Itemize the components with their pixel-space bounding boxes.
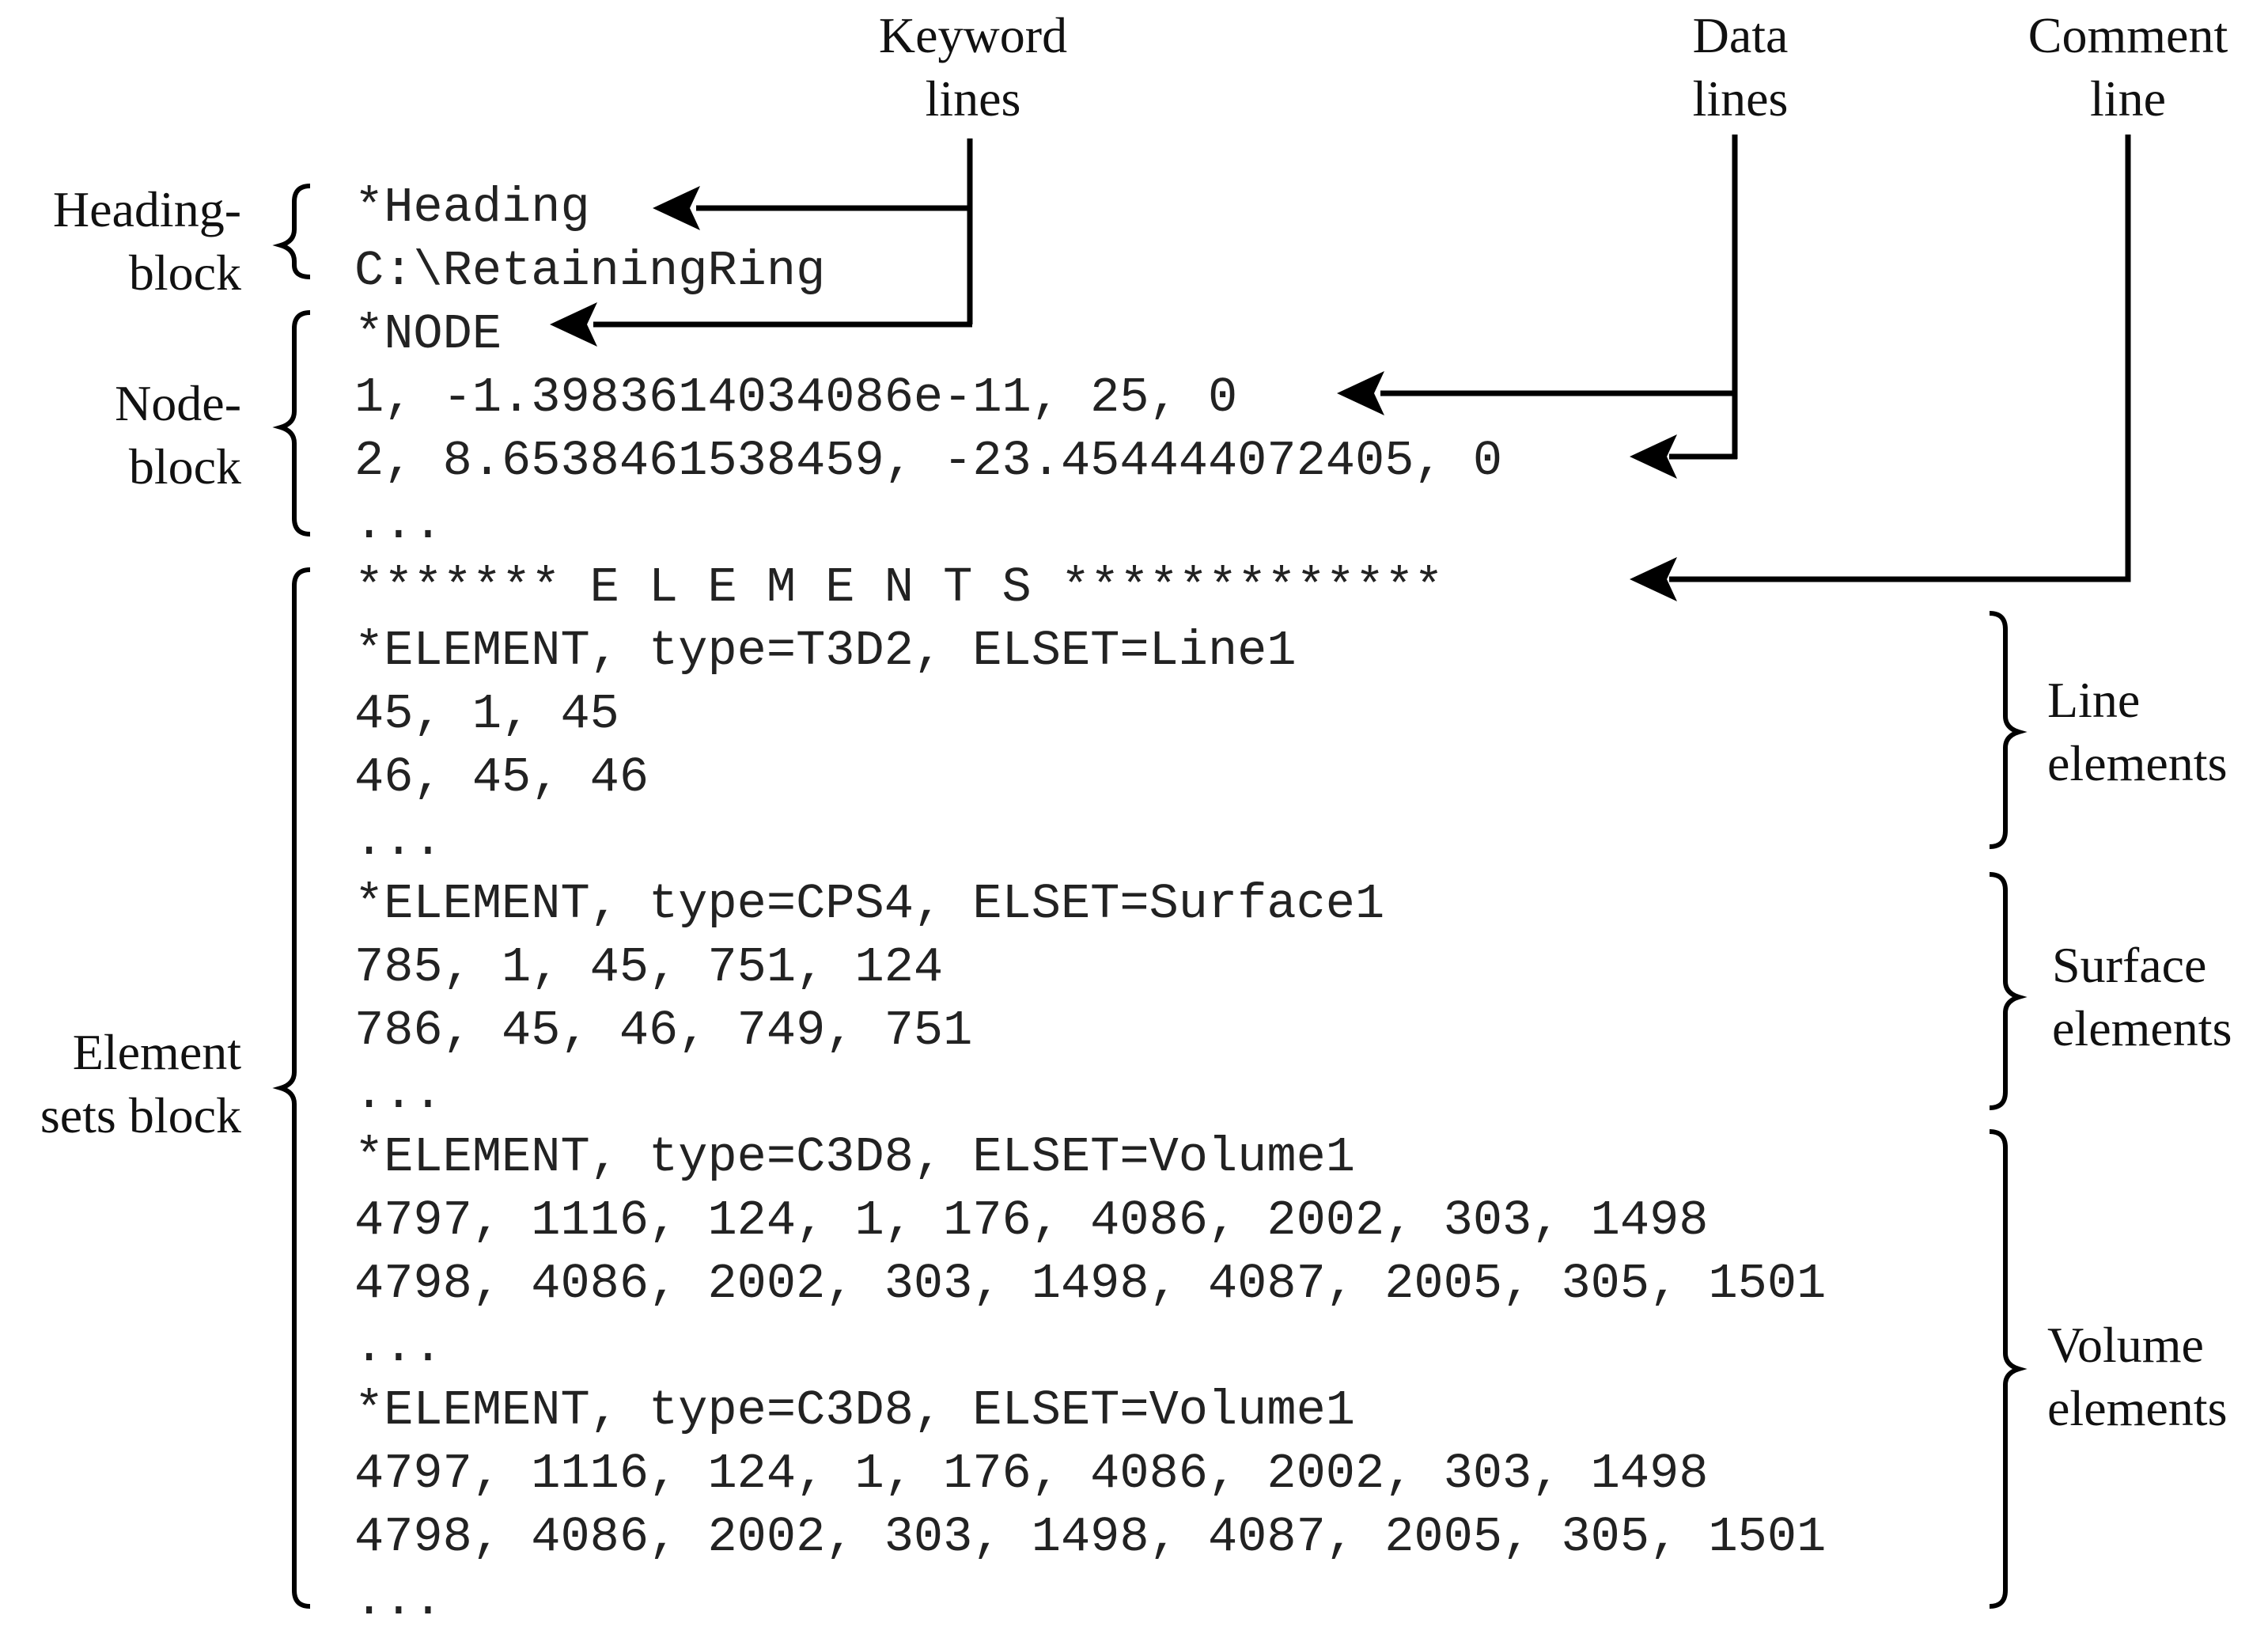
- heading-block-label-1: Heading-: [52, 181, 241, 237]
- code-line-volume-ellipsis-2: ...: [354, 1572, 443, 1629]
- comment-line-label-1: Comment: [2028, 7, 2228, 63]
- code-line-line-data-2: 46, 45, 46: [354, 749, 649, 806]
- code-line-volume-keyword-1: *ELEMENT, type=C3D8, ELSET=Volume1: [354, 1129, 1356, 1185]
- volume-elements-label-1: Volume: [2047, 1317, 2204, 1373]
- code-line-heading-data: C:\RetainingRing: [354, 243, 826, 299]
- node-block-label-2: block: [128, 438, 241, 495]
- code-line-volume-data-3: 4797, 1116, 124, 1, 176, 4086, 2002, 303…: [354, 1446, 1709, 1502]
- code-line-volume-data-4: 4798, 4086, 2002, 303, 1498, 4087, 2005,…: [354, 1509, 1827, 1565]
- code-line-volume-keyword-2: *ELEMENT, type=C3D8, ELSET=Volume1: [354, 1382, 1356, 1439]
- code-line-surface-keyword: *ELEMENT, type=CPS4, ELSET=Surface1: [354, 876, 1385, 932]
- data-lines-label-2: lines: [1692, 70, 1789, 127]
- keyword-lines-label-2: lines: [925, 70, 1021, 127]
- keyword-lines-label-1: Keyword: [878, 7, 1068, 63]
- code-line-surface-data-1: 785, 1, 45, 751, 124: [354, 939, 944, 995]
- code-line-volume-data-2: 4798, 4086, 2002, 303, 1498, 4087, 2005,…: [354, 1256, 1827, 1312]
- volume-elements-brace: [1989, 1129, 2028, 1609]
- line-elements-brace: [1989, 611, 2028, 849]
- code-line-comment: ******* E L E M E N T S *************: [354, 559, 1444, 616]
- comment-arrow-head: [1630, 557, 1677, 601]
- code-line-line-ellipsis: ...: [354, 813, 443, 869]
- element-sets-block-brace: [272, 567, 311, 1609]
- surface-elements-label-2: elements: [2052, 1000, 2232, 1056]
- element-sets-block-label-1: Element: [72, 1024, 241, 1080]
- surface-elements-brace: [1989, 872, 2028, 1110]
- code-line-volume-data-1: 4797, 1116, 124, 1, 176, 4086, 2002, 303…: [354, 1192, 1709, 1249]
- code-line-heading-keyword: *Heading: [354, 180, 590, 236]
- surface-elements-label-1: Surface: [2052, 937, 2207, 993]
- code-line-line-keyword: *ELEMENT, type=T3D2, ELSET=Line1: [354, 623, 1297, 679]
- code-line-volume-ellipsis-1: ...: [354, 1319, 443, 1375]
- code-line-surface-data-2: 786, 45, 46, 749, 751: [354, 1003, 973, 1059]
- data-arrow-node-1-head: [1337, 371, 1384, 415]
- data-arrow-node-2-head: [1630, 434, 1677, 479]
- heading-block-label-2: block: [128, 245, 241, 301]
- code-line-surface-ellipsis: ...: [354, 1066, 443, 1122]
- comment-line-connector: [1669, 135, 2131, 582]
- code-line-node-keyword: *NODE: [354, 306, 502, 362]
- keyword-arrow-heading-head: [653, 186, 700, 230]
- node-block-label-1: Node-: [115, 375, 241, 431]
- comment-line-label-2: line: [2090, 70, 2166, 127]
- heading-block-brace: [272, 184, 311, 279]
- line-elements-label-1: Line: [2047, 672, 2141, 728]
- code-line-line-data-1: 45, 1, 45: [354, 686, 619, 742]
- data-lines-label-1: Data: [1692, 7, 1789, 63]
- line-elements-label-2: elements: [2047, 735, 2228, 791]
- volume-elements-label-2: elements: [2047, 1380, 2228, 1436]
- code-line-node-data-1: 1, -1.3983614034086e-11, 25, 0: [354, 370, 1238, 426]
- code-line-node-data-2: 2, 8.6538461538459, -23.454444072405, 0: [354, 433, 1503, 489]
- node-block-brace: [272, 310, 311, 537]
- element-sets-block-label-2: sets block: [40, 1087, 241, 1143]
- code-line-node-ellipsis: ...: [354, 496, 443, 552]
- keyword-arrow-node-head: [550, 302, 597, 347]
